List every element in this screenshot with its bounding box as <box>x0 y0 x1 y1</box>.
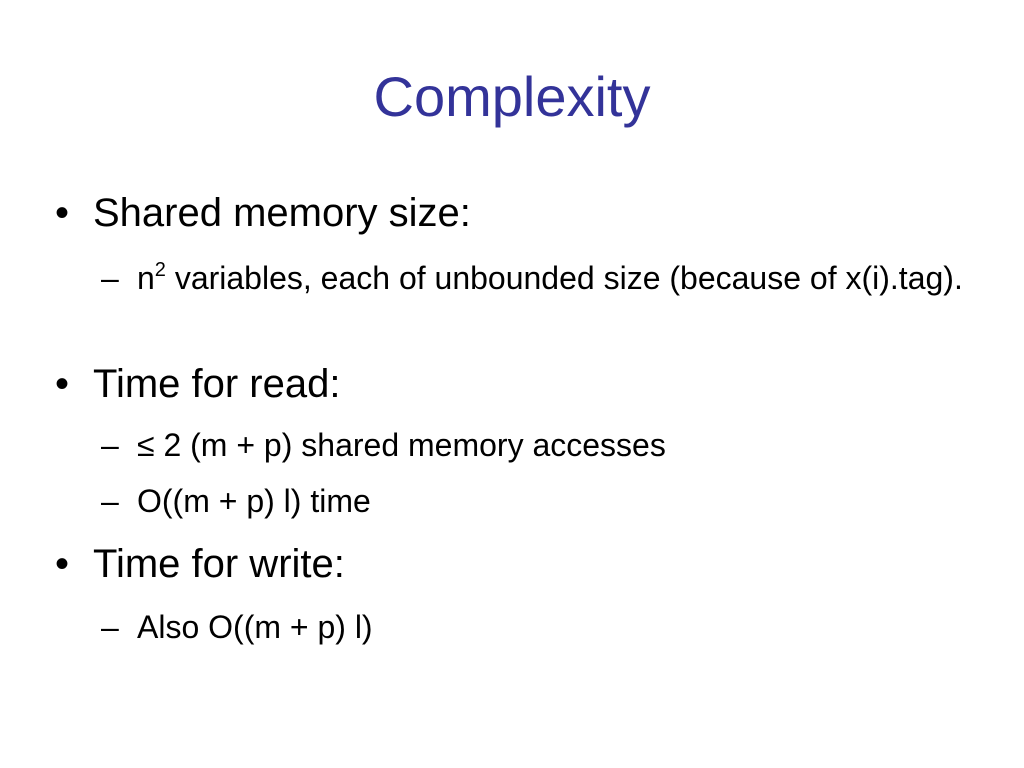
bullet-marker: • <box>55 542 70 586</box>
subbullet-write-time: – Also O((m + p) l) <box>101 607 981 647</box>
variable-n: n <box>137 260 155 296</box>
subbullet-shared-memory-accesses: – ≤ 2 (m + p) shared memory accesses <box>101 425 981 465</box>
subbullet-n2-variables: – n2 variables, each of unbounded size (… <box>101 258 981 298</box>
subbullet-rest-text: variables, each of unbounded size (becau… <box>165 260 963 296</box>
subbullet-marker: – <box>101 427 119 463</box>
subbullet-text: ≤ 2 (m + p) shared memory accesses <box>137 427 666 463</box>
bullet-marker: • <box>55 362 70 406</box>
bullet-marker: • <box>55 191 70 235</box>
superscript-2: 2 <box>154 259 166 281</box>
subbullet-read-time: – O((m + p) l) time <box>101 481 981 521</box>
subbullet-marker: – <box>101 260 119 296</box>
subbullet-text: n2 variables, each of unbounded size (be… <box>137 258 981 298</box>
bullet-time-for-read: • Time for read: <box>55 361 975 407</box>
bullet-text: Time for read: <box>93 362 341 406</box>
subbullet-marker: – <box>101 483 119 519</box>
subbullet-marker: – <box>101 609 119 645</box>
bullet-shared-memory-size: • Shared memory size: <box>55 190 975 236</box>
subbullet-text: Also O((m + p) l) <box>137 609 373 645</box>
bullet-text: Time for write: <box>93 542 345 586</box>
bullet-time-for-write: • Time for write: <box>55 541 975 587</box>
subbullet-text: O((m + p) l) time <box>137 483 371 519</box>
slide-title: Complexity <box>373 65 651 128</box>
bullet-text: Shared memory size: <box>93 191 471 235</box>
